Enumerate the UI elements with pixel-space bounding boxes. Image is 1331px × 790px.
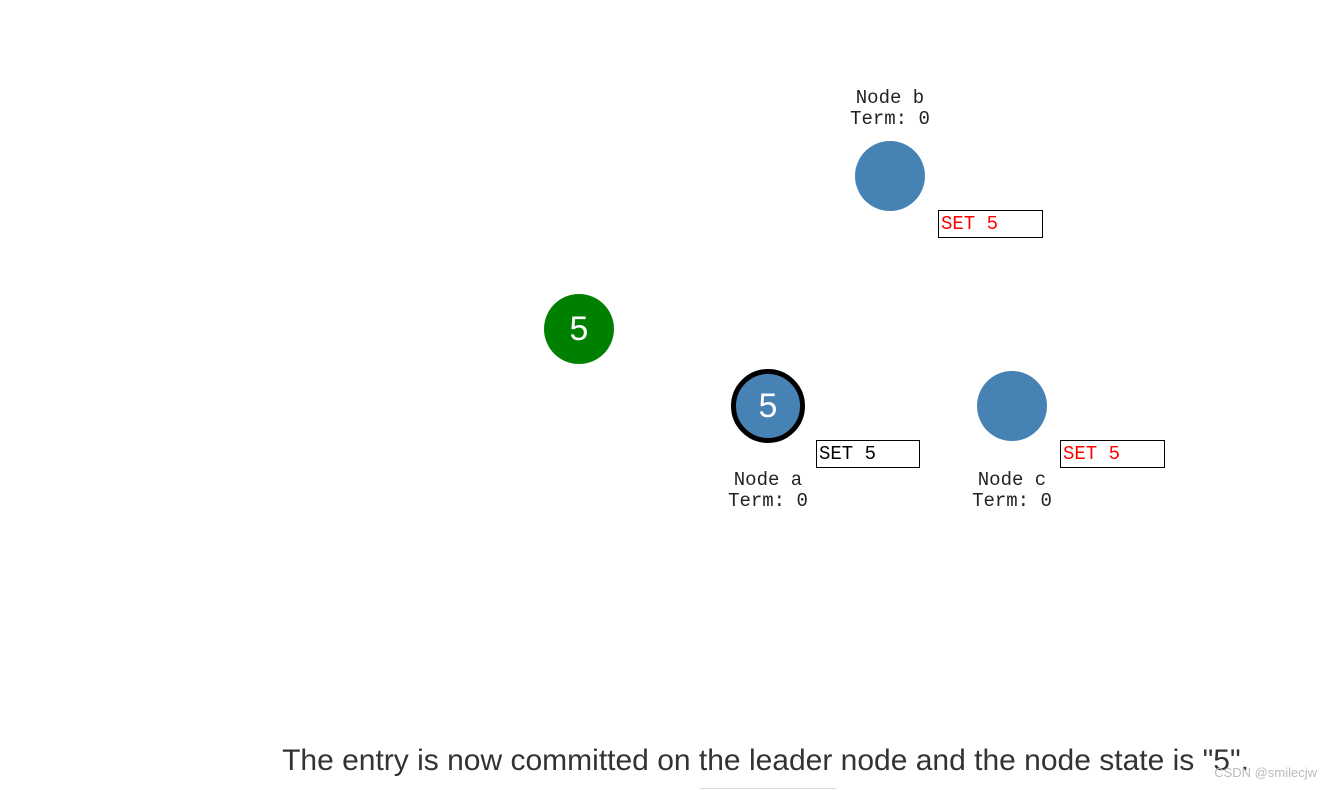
node-c-term: Term: 0 (972, 490, 1052, 512)
divider (700, 788, 836, 789)
node-a-term: Term: 0 (728, 490, 808, 512)
node-b-circle[interactable] (855, 141, 925, 211)
client-circle[interactable]: 5 (544, 294, 614, 364)
node-c-name: Node c (977, 469, 1047, 491)
node-b-name: Node b (855, 87, 925, 109)
node-c-log-entry: SET 5 (1060, 440, 1165, 468)
node-a-value: 5 (758, 386, 778, 425)
node-c-circle[interactable] (977, 371, 1047, 441)
watermark: CSDN @smilecjw (1214, 765, 1317, 780)
node-a-log-entry: SET 5 (816, 440, 920, 468)
caption-text: The entry is now committed on the leader… (282, 744, 1249, 777)
node-a-circle[interactable]: 5 (731, 369, 805, 443)
node-b-label: Node b Term: 0 (810, 88, 970, 130)
node-c-label: Node c Term: 0 (932, 470, 1092, 512)
node-a-label: Node a Term: 0 (688, 470, 848, 512)
client-value: 5 (569, 309, 589, 348)
node-a-name: Node a (733, 469, 803, 491)
node-b-log-entry: SET 5 (938, 210, 1043, 238)
node-b-term: Term: 0 (850, 108, 930, 130)
